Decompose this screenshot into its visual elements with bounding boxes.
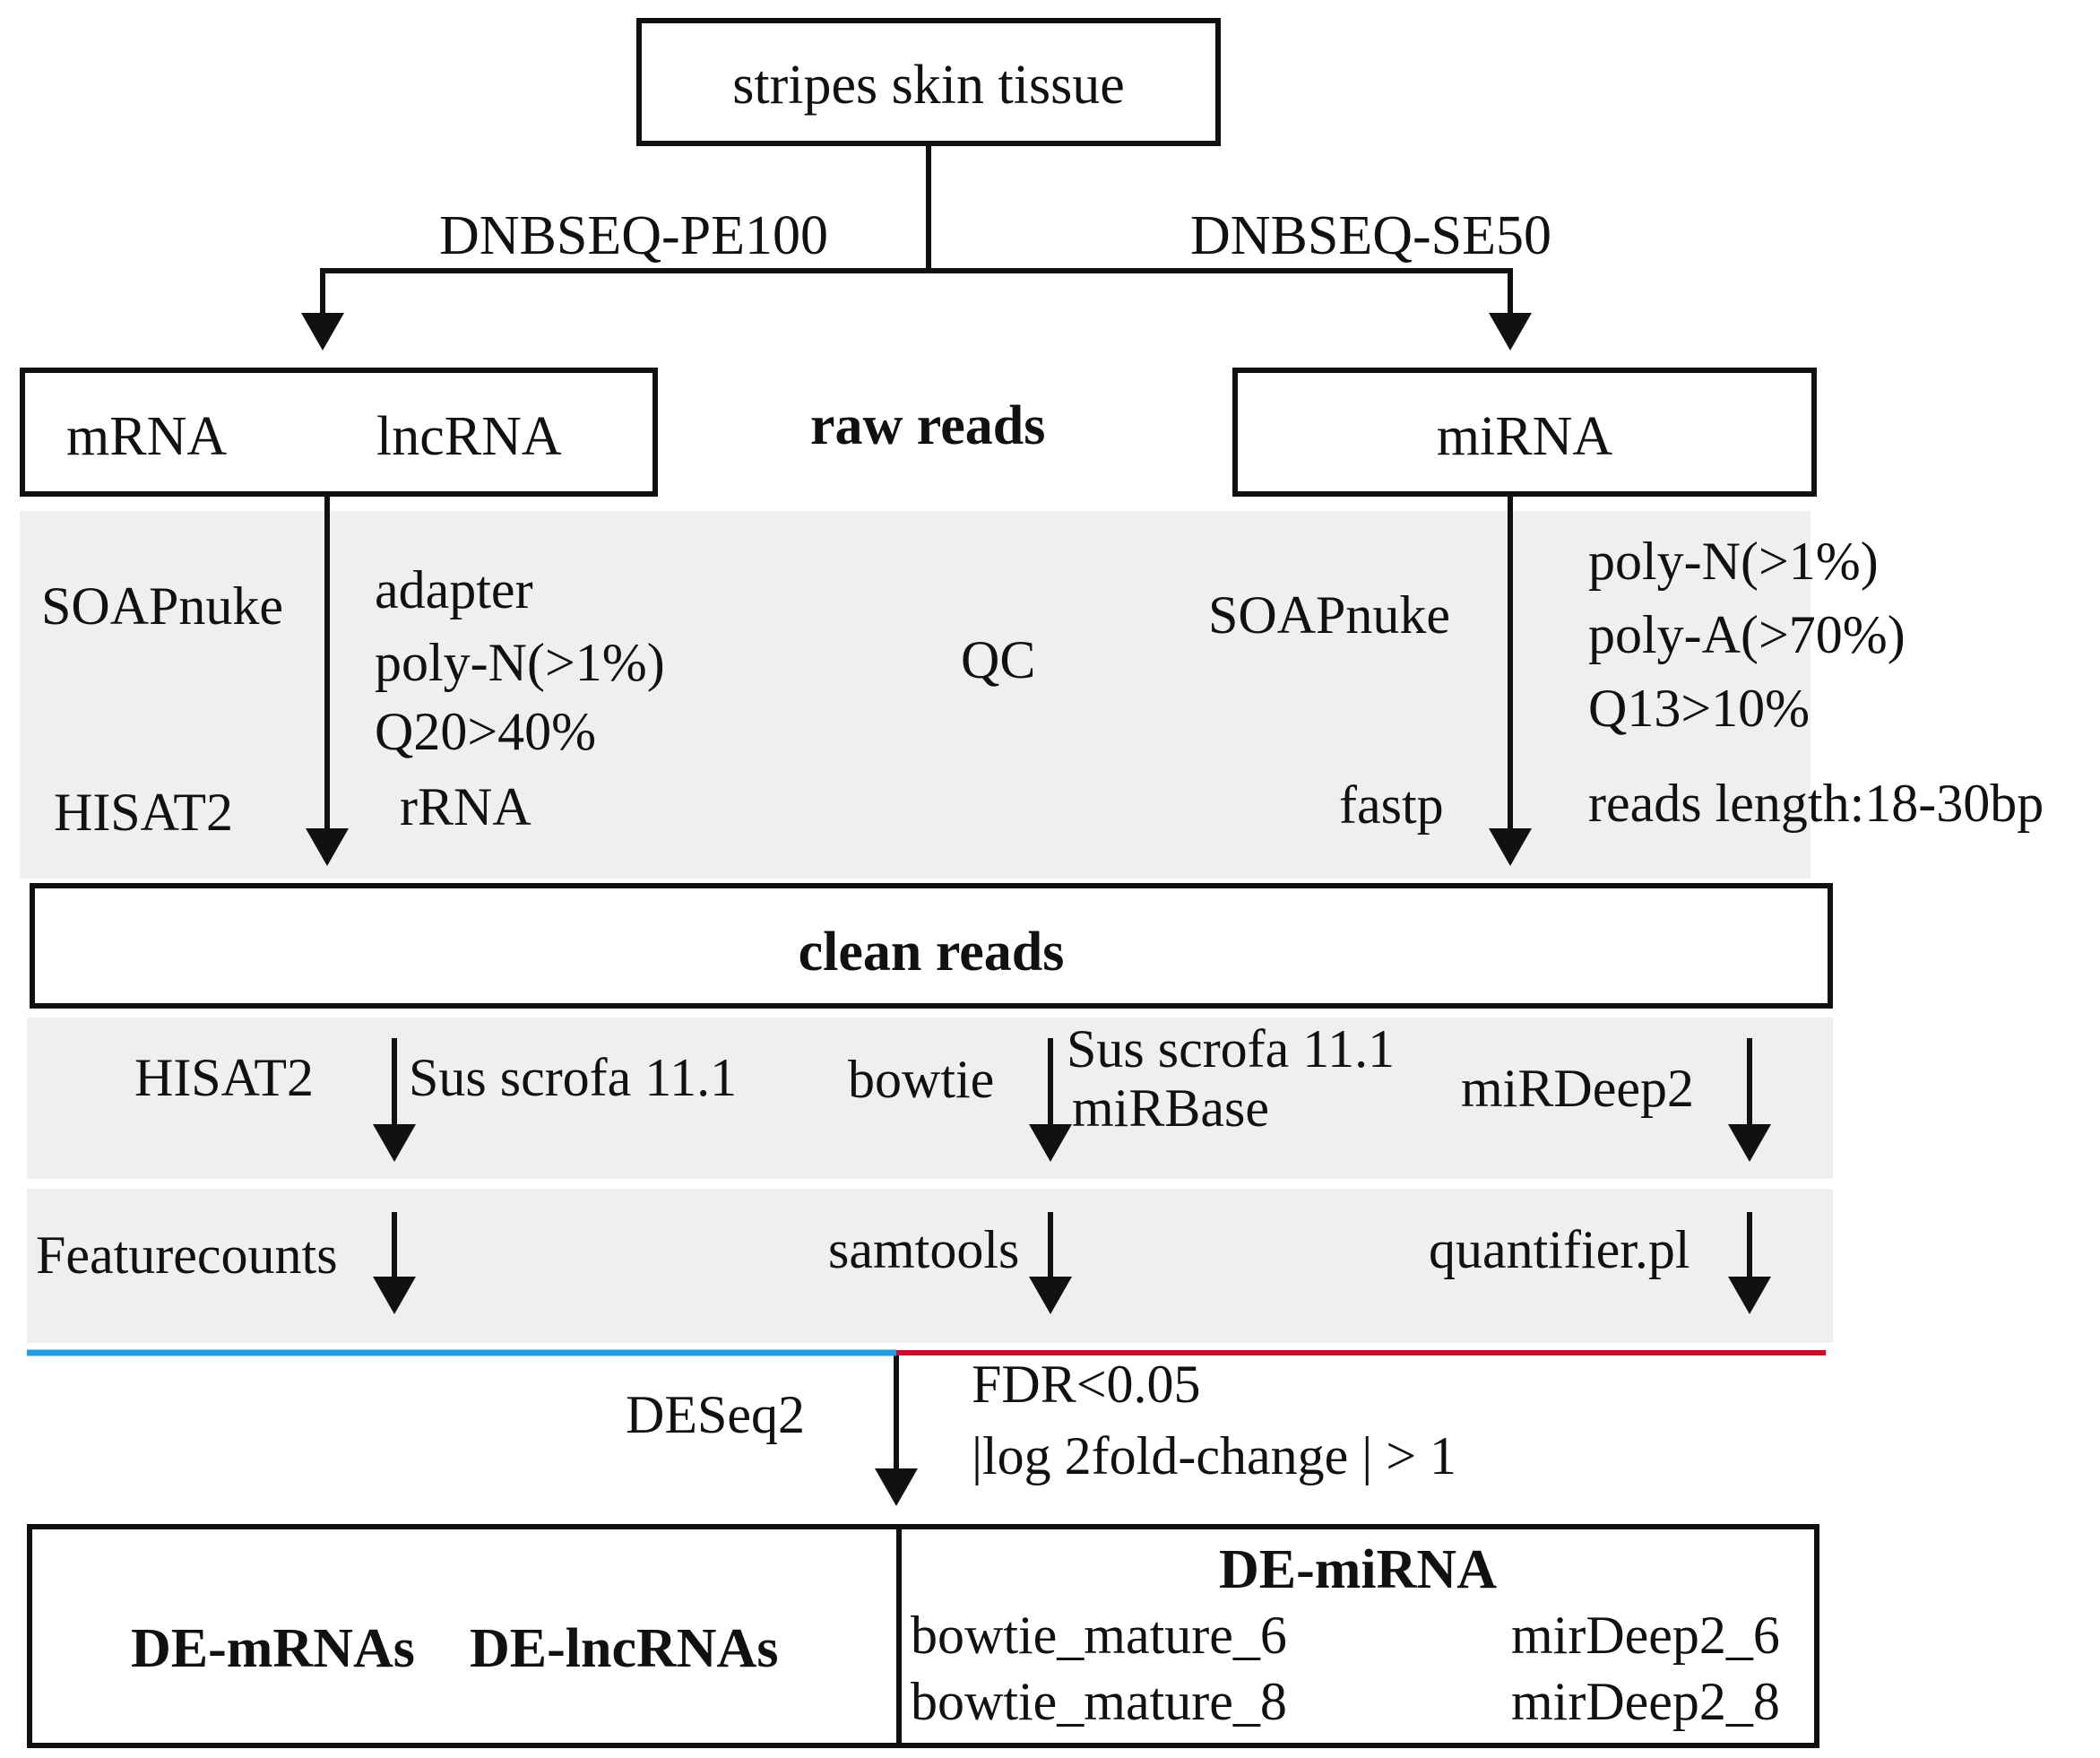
mirna-label: miRNA [1436, 406, 1613, 467]
align-band [27, 1018, 1833, 1179]
align-mid-ref-1: Sus scrofa 11.1 [1067, 1019, 1396, 1078]
raw-reads-label: raw reads [810, 395, 1046, 456]
de-mrnas-label: DE-mRNAs [131, 1618, 415, 1679]
de-mirna-box: DE-miRNA bowtie_mature_6 mirDeep2_6 bowt… [896, 1524, 1819, 1748]
clean-reads-box: clean reads [30, 883, 1833, 1009]
mirna-box: miRNA [1232, 368, 1817, 497]
left-platform-label: DNBSEQ-PE100 [439, 205, 829, 266]
de-mirna-label: DE-miRNA [1219, 1539, 1497, 1600]
de-lncrnas-label: DE-lncRNAs [470, 1618, 779, 1679]
qc-right-filter-4: reads length:18-30bp [1588, 774, 2044, 833]
qc-left-filter-4: rRNA [400, 777, 531, 836]
count-mid-tool: samtools [828, 1220, 1020, 1279]
count-left-tool: Featurecounts [36, 1225, 338, 1285]
de-criteria-1: FDR<0.05 [972, 1355, 1201, 1414]
align-left-tool: HISAT2 [134, 1048, 315, 1107]
mirna-set-2: mirDeep2_6 [1511, 1606, 1780, 1665]
source-box: stripes skin tissue [636, 18, 1221, 146]
align-mid-tool: bowtie [848, 1050, 995, 1109]
qc-left-filter-3: Q20>40% [375, 702, 597, 761]
de-mrna-lncrna-box: DE-mRNAs DE-lncRNAs [27, 1524, 902, 1748]
source-label: stripes skin tissue [732, 55, 1125, 116]
qc-right-filter-2: poly-A(>70%) [1588, 605, 1906, 664]
mirna-set-1: bowtie_mature_6 [911, 1606, 1287, 1665]
count-right-tool: quantifier.pl [1429, 1220, 1690, 1279]
align-left-ref: Sus scrofa 11.1 [409, 1048, 738, 1107]
lncrna-label: lncRNA [376, 406, 562, 467]
mirna-set-4: mirDeep2_8 [1511, 1672, 1780, 1731]
qc-right-tool-2: fastp [1339, 775, 1444, 835]
mirna-set-3: bowtie_mature_8 [911, 1672, 1287, 1731]
qc-right-tool-1: SOAPnuke [1208, 585, 1451, 645]
mrna-lncrna-box: mRNA lncRNA [20, 368, 658, 497]
align-right-tool: miRDeep2 [1461, 1059, 1694, 1118]
align-mid-ref-2: miRBase [1072, 1078, 1269, 1138]
mrna-label: mRNA [66, 406, 228, 467]
count-band [27, 1189, 1833, 1343]
qc-right-filter-3: Q13>10% [1588, 679, 1810, 738]
qc-label: QC [961, 630, 1036, 689]
qc-right-filter-1: poly-N(>1%) [1588, 532, 1879, 591]
qc-left-tool-1: SOAPnuke [41, 576, 284, 636]
qc-left-filter-1: adapter [375, 560, 533, 619]
qc-band [20, 511, 1810, 879]
qc-left-tool-2: HISAT2 [54, 783, 234, 842]
qc-left-filter-2: poly-N(>1%) [375, 633, 665, 692]
clean-reads-label: clean reads [798, 922, 1065, 983]
de-tool: DESeq2 [626, 1385, 805, 1444]
de-criteria-2: |log 2fold-change | > 1 [972, 1426, 1457, 1485]
right-platform-label: DNBSEQ-SE50 [1190, 205, 1552, 266]
